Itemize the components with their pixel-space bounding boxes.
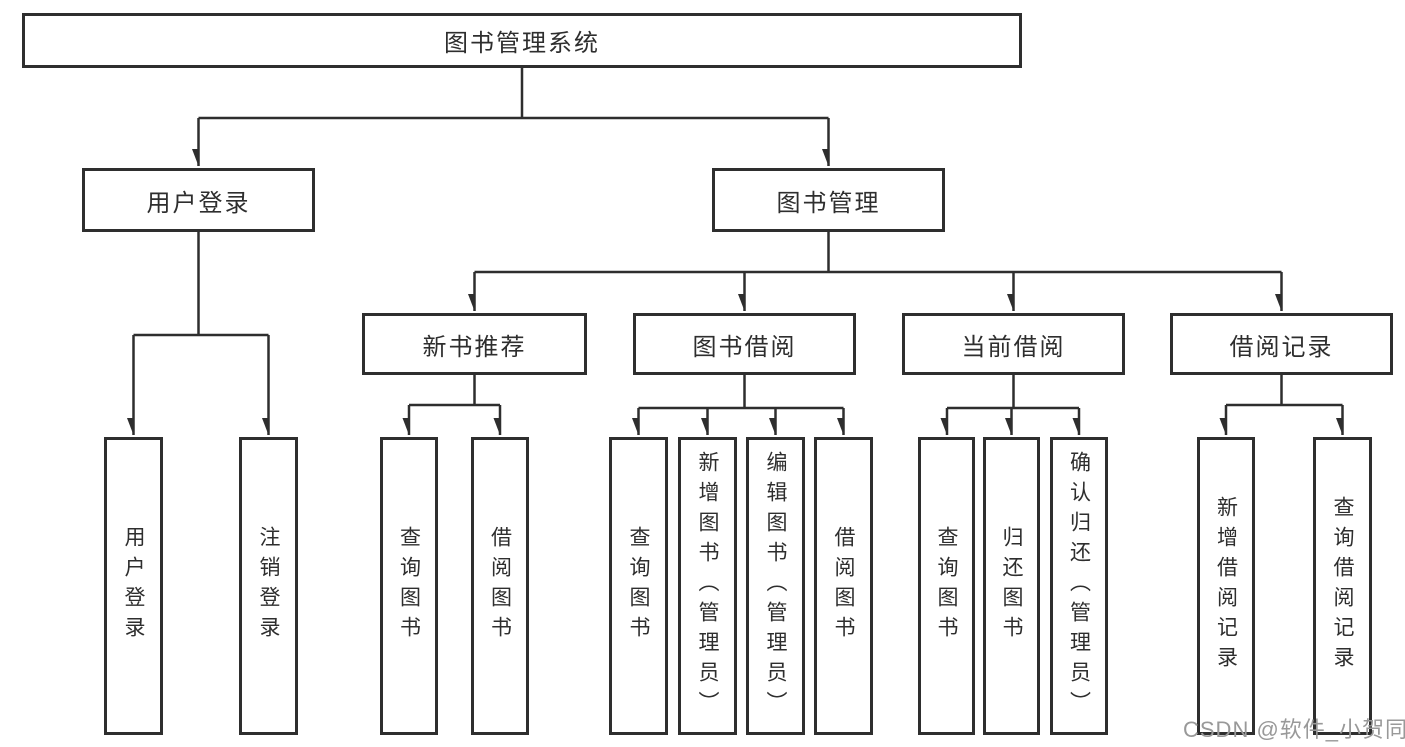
node-borrowing-records-label: 借阅记录 bbox=[1229, 333, 1334, 361]
node-user-login: 用户登录 bbox=[82, 168, 315, 232]
leaf-return-book-label: 归还图书 bbox=[1000, 526, 1023, 646]
leaf-return-book: 归还图书 bbox=[983, 437, 1040, 735]
leaf-add-book-admin: 新增图书（管理员） bbox=[678, 437, 737, 735]
node-book-management-label: 图书管理 bbox=[776, 189, 881, 217]
leaf-borrow-books-borrowing: 借阅图书 bbox=[814, 437, 873, 735]
node-current-borrowing-label: 当前借阅 bbox=[961, 333, 1066, 361]
leaf-query-borrow-record: 查询借阅记录 bbox=[1313, 437, 1372, 735]
leaf-confirm-return-admin-label: 确认归还（管理员） bbox=[1067, 451, 1091, 721]
leaf-confirm-return-admin: 确认归还（管理员） bbox=[1050, 437, 1108, 735]
leaf-query-books-recommend: 查询图书 bbox=[380, 437, 438, 735]
csdn-watermark: CSDN @软件_小贺同学 bbox=[1183, 717, 1405, 742]
leaf-logout-label: 注销登录 bbox=[257, 526, 280, 646]
node-new-book-recommend: 新书推荐 bbox=[362, 313, 587, 375]
leaf-borrow-books-recommend: 借阅图书 bbox=[471, 437, 529, 735]
node-book-borrowing-label: 图书借阅 bbox=[692, 333, 797, 361]
leaf-query-books-current-label: 查询图书 bbox=[935, 526, 958, 646]
leaf-query-borrow-record-label: 查询借阅记录 bbox=[1331, 496, 1354, 676]
leaf-edit-book-admin: 编辑图书（管理员） bbox=[746, 437, 805, 735]
leaf-borrow-books-borrowing-label: 借阅图书 bbox=[832, 526, 855, 646]
leaf-add-book-admin-label: 新增图书（管理员） bbox=[696, 451, 719, 721]
node-user-login-label: 用户登录 bbox=[146, 189, 251, 217]
leaf-user-login: 用户登录 bbox=[104, 437, 163, 735]
leaf-user-login-label: 用户登录 bbox=[122, 526, 145, 646]
leaf-query-books-current: 查询图书 bbox=[918, 437, 975, 735]
node-library-system: 图书管理系统 bbox=[22, 13, 1022, 68]
node-new-book-recommend-label: 新书推荐 bbox=[422, 333, 527, 361]
node-borrowing-records: 借阅记录 bbox=[1170, 313, 1393, 375]
leaf-query-books-borrowing-label: 查询图书 bbox=[627, 526, 650, 646]
leaf-query-books-recommend-label: 查询图书 bbox=[397, 526, 421, 646]
leaf-add-borrow-record: 新增借阅记录 bbox=[1197, 437, 1255, 735]
node-library-system-label: 图书管理系统 bbox=[444, 30, 600, 57]
leaf-add-borrow-record-label: 新增借阅记录 bbox=[1214, 496, 1238, 676]
node-current-borrowing: 当前借阅 bbox=[902, 313, 1125, 375]
leaf-edit-book-admin-label: 编辑图书（管理员） bbox=[764, 451, 787, 721]
leaf-borrow-books-recommend-label: 借阅图书 bbox=[488, 526, 512, 646]
leaf-query-books-borrowing: 查询图书 bbox=[609, 437, 668, 735]
node-book-borrowing: 图书借阅 bbox=[633, 313, 856, 375]
node-book-management: 图书管理 bbox=[712, 168, 945, 232]
leaf-logout: 注销登录 bbox=[239, 437, 298, 735]
